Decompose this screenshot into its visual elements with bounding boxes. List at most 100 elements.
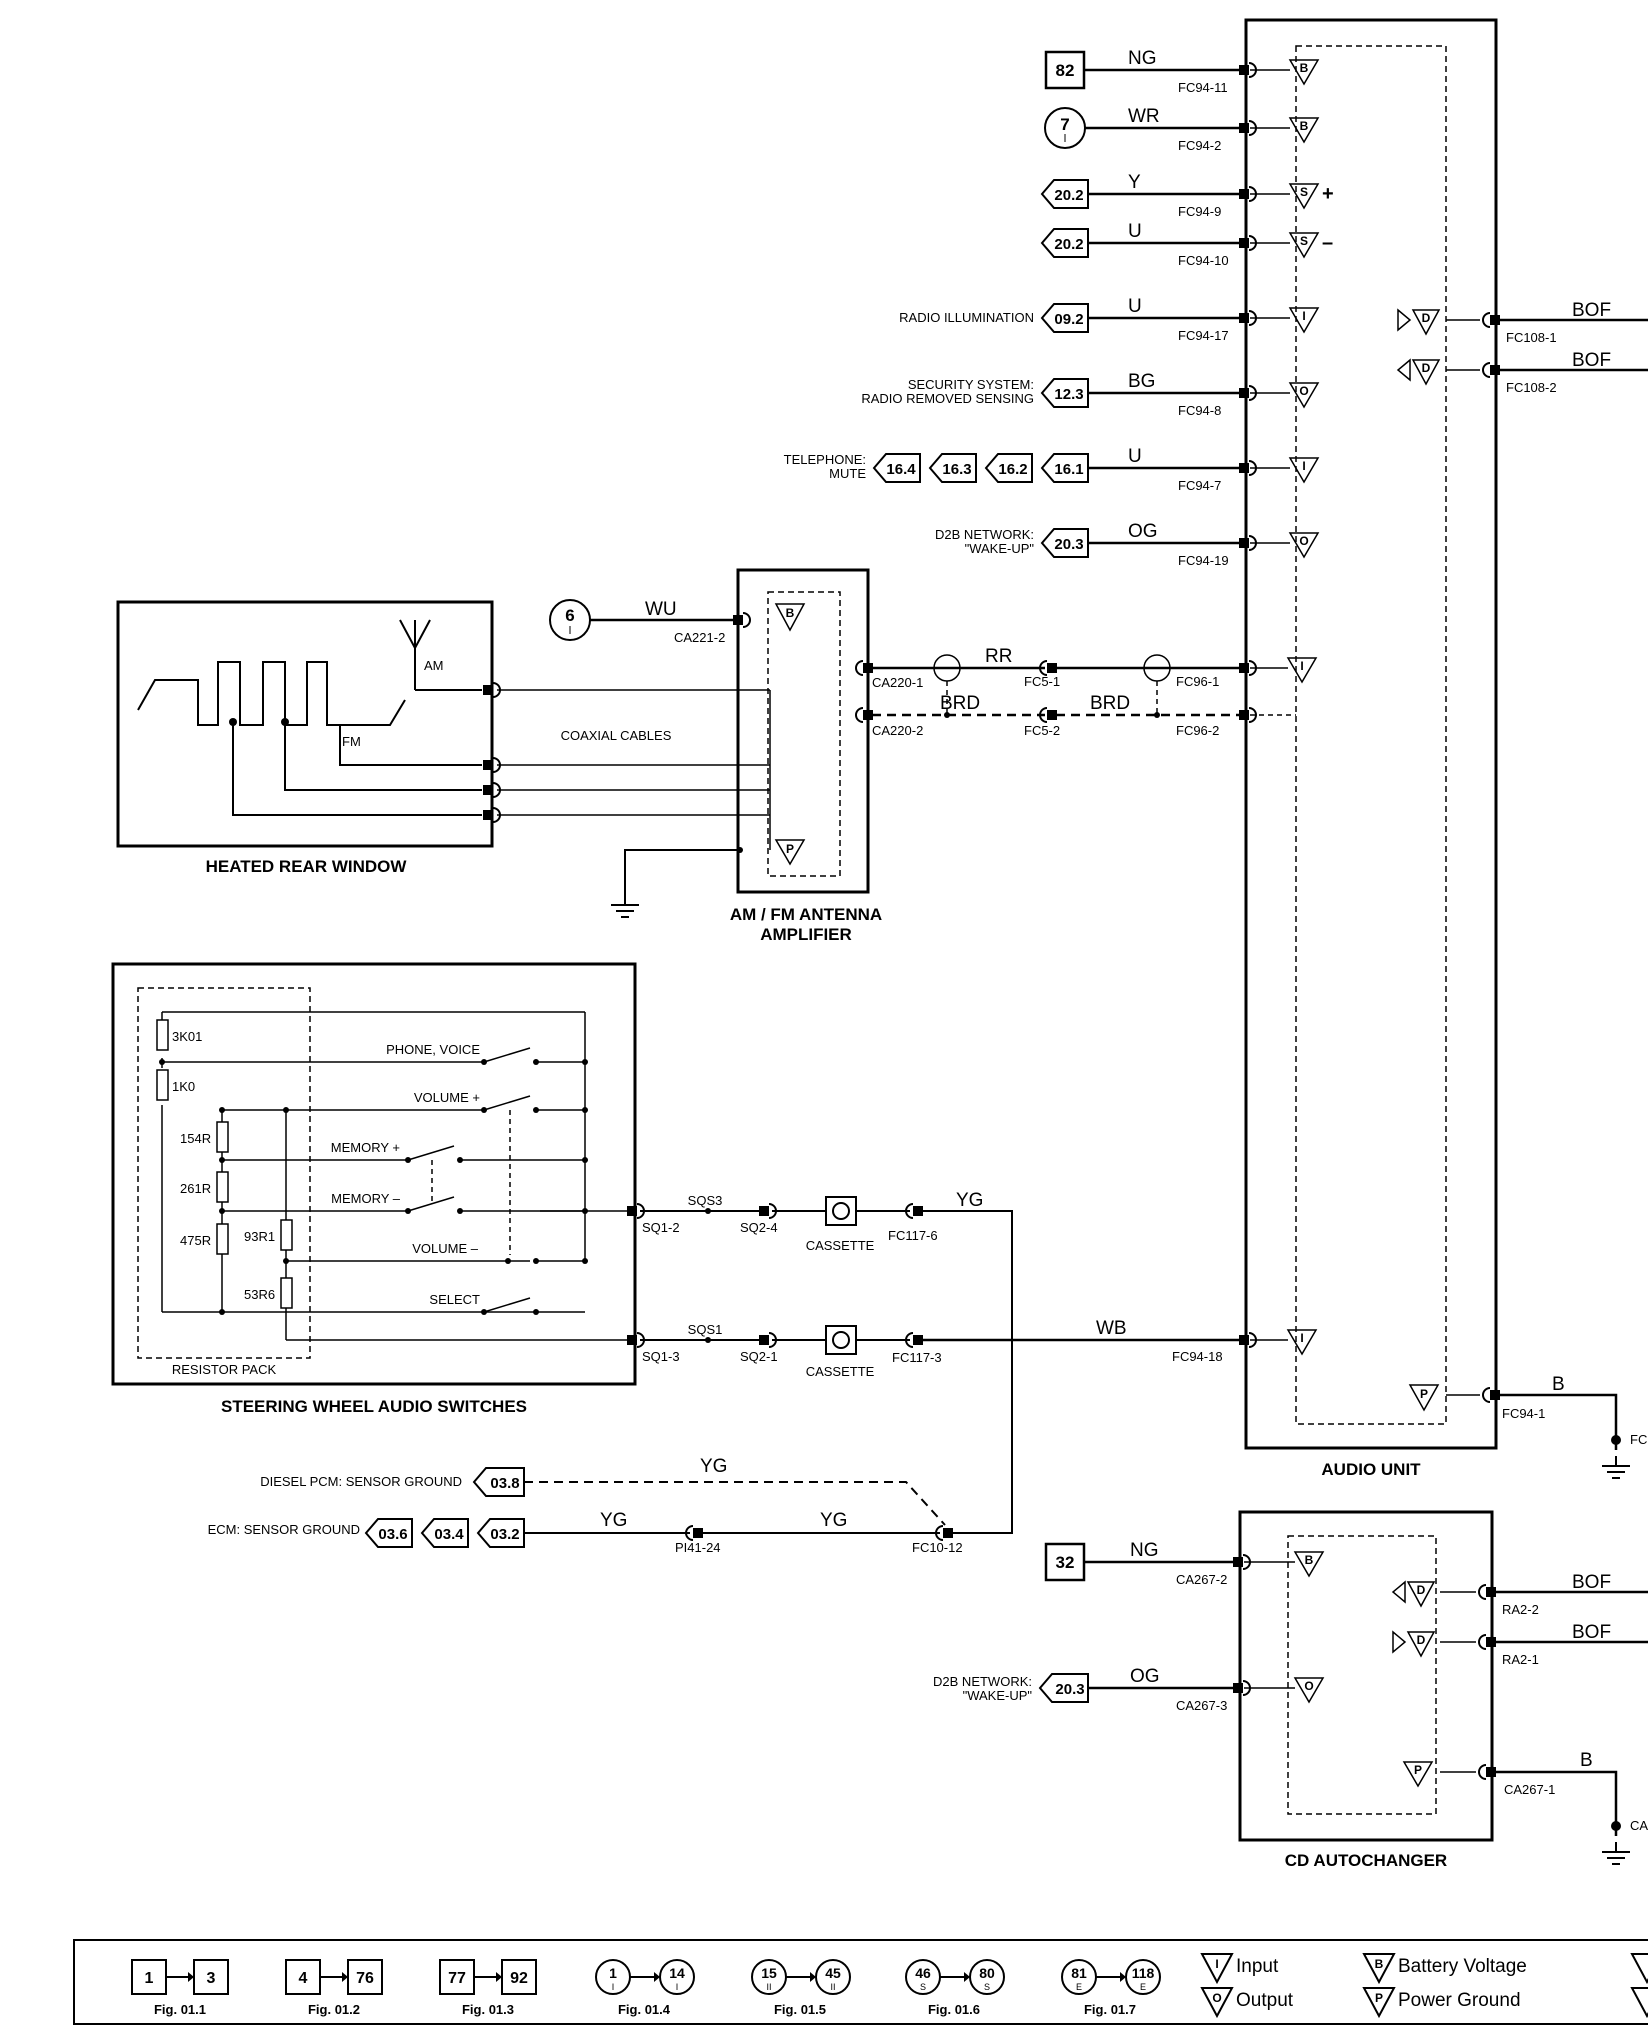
ra2-1-label: RA2-1: [1502, 1652, 1539, 1667]
ca267-2-label: CA267-2: [1176, 1572, 1227, 1587]
brd-wire-2: BRD: [1090, 693, 1130, 714]
pin-ref-text: 20.2: [1054, 187, 1083, 204]
pin-symbol: S: [1300, 234, 1308, 248]
fc117-3-label: FC117-3: [892, 1350, 942, 1365]
legend-to: 14: [669, 1965, 685, 1981]
legend-from: 1: [609, 1965, 617, 1981]
legend-from: 81: [1071, 1965, 1087, 1981]
legend-from: 77: [448, 1970, 466, 1987]
og-wire-cd: OG: [1130, 1666, 1160, 1687]
pin-description-2: RADIO REMOVED SENSING: [861, 391, 1034, 406]
ng-wire-cd: NG: [1130, 1540, 1159, 1561]
svg-text:S: S: [920, 1982, 926, 1992]
pin-ref-text: 16.1: [1054, 461, 1083, 478]
pin-ref-text: 12.3: [1054, 386, 1083, 403]
svg-text:S: S: [984, 1982, 990, 1992]
ca220-1-label: CA220-1: [872, 675, 923, 690]
antenna-amplifier: B P AM / FM ANTENNA AMPLIFIER 6 WU CA221…: [549, 568, 882, 944]
legend-figure-label: Fig. 01.5: [774, 2002, 826, 2017]
bof-outputs: BOF BOF FC108-1 FC108-2 D D: [1396, 300, 1648, 395]
pin-ref: 16.1: [1040, 453, 1089, 483]
legend-figure-label: Fig. 01.2: [308, 2002, 360, 2017]
sq1-2-label: SQ1-2: [642, 1220, 680, 1235]
ra2-2-label: RA2-2: [1502, 1602, 1539, 1617]
svg-text:P: P: [1375, 1991, 1383, 2005]
diesel-pcm-label: DIESEL PCM: SENSOR GROUND: [260, 1474, 462, 1489]
pi41-24-label: PI41-24: [675, 1540, 721, 1555]
pin-description-2: "WAKE-UP": [965, 541, 1035, 556]
ref-03-8: 03.8: [490, 1475, 519, 1492]
antenna-to-audio: RR BRD BRD CA220-1 CA220-2 FC5-1 FC5-2 F…: [855, 646, 1318, 738]
wu-wire: WU: [645, 599, 677, 620]
cd-wake-label: "WAKE-UP": [963, 1688, 1033, 1703]
fc-cut-label: FC: [1630, 1432, 1647, 1447]
legend-to: 3: [207, 1970, 216, 1987]
pin-ref: 20.2: [1040, 228, 1089, 258]
resistor-154r: 154R: [180, 1131, 211, 1146]
wb-wire: WB: [1096, 1318, 1127, 1339]
pin-wire-color: U: [1128, 296, 1142, 317]
rr-wire: RR: [985, 646, 1012, 667]
pin-description: SECURITY SYSTEM:: [908, 377, 1034, 392]
legend-figure-label: Fig. 01.1: [154, 2002, 206, 2017]
pin-ref-extra: 16.3: [928, 453, 977, 483]
fc96-2-label: FC96-2: [1176, 723, 1219, 738]
ca-cut-label: CA: [1630, 1818, 1648, 1833]
pin-description: RADIO ILLUMINATION: [899, 310, 1034, 325]
svg-text:E: E: [1076, 1982, 1082, 1992]
pin-symbol: B: [1300, 61, 1309, 75]
pin-description: TELEPHONE:: [784, 452, 866, 467]
cd-d2b-label: D2B NETWORK:: [933, 1674, 1032, 1689]
cd-autochanger-label: CD AUTOCHANGER: [1285, 1851, 1447, 1870]
pin-ref-extra-text: 16.3: [942, 461, 971, 478]
sq2-4-label: SQ2-4: [740, 1220, 778, 1235]
sqs1-label: SQS1: [688, 1322, 723, 1337]
svg-text:P: P: [786, 842, 794, 856]
pin-wire-color: WR: [1128, 106, 1160, 127]
legend-ground: Power Ground: [1398, 1990, 1521, 2011]
svg-text:D: D: [1422, 361, 1431, 375]
yg-wire-diesel: YG: [700, 1456, 727, 1477]
pin-ref-text: 20.2: [1054, 236, 1083, 253]
ecm-ref-text: 03.4: [434, 1526, 464, 1543]
yg-wire-steer: YG: [956, 1190, 983, 1211]
pin-description: D2B NETWORK:: [935, 527, 1034, 542]
brd-wire-1: BRD: [940, 693, 980, 714]
pin-wire-color: OG: [1128, 521, 1158, 542]
fm-label: FM: [342, 734, 361, 749]
pin-connector: FC94-19: [1178, 553, 1229, 568]
pin-wire-color: U: [1128, 221, 1142, 242]
antenna-amp-label-1: AM / FM ANTENNA: [730, 905, 882, 924]
bof-wire-cd-2: BOF: [1572, 1622, 1611, 1643]
ref-32: 32: [1056, 1553, 1075, 1572]
yg-wire-ecm-2: YG: [820, 1510, 847, 1531]
pin-symbol: O: [1299, 534, 1308, 548]
heated-rear-window: AM FM HEATED REAR WINDOW: [116, 600, 501, 876]
sqs3-label: SQS3: [688, 1193, 723, 1208]
pin-ref: 82: [1056, 61, 1075, 80]
legend-from: 46: [915, 1965, 931, 1981]
resistor-3k01: 3K01: [172, 1029, 202, 1044]
audio-pin-row: 20.3 OG FC94-19 O D2B NETWORK:"WAKE-UP": [935, 521, 1320, 568]
audio-ground: P B FC94-1 FC: [1408, 1374, 1647, 1479]
pin-wire-color: BG: [1128, 371, 1155, 392]
pin-ref-text: 20.3: [1054, 536, 1083, 553]
b-wire-audio: B: [1552, 1374, 1565, 1395]
legend-figure-label: Fig. 01.7: [1084, 2002, 1136, 2017]
resistor-93r1: 93R1: [244, 1229, 275, 1244]
resistor-261r: 261R: [180, 1181, 211, 1196]
resistor-53r6: 53R6: [244, 1287, 275, 1302]
pin-ref-extra: 16.4: [872, 453, 921, 483]
pin-symbol: B: [1300, 119, 1309, 133]
